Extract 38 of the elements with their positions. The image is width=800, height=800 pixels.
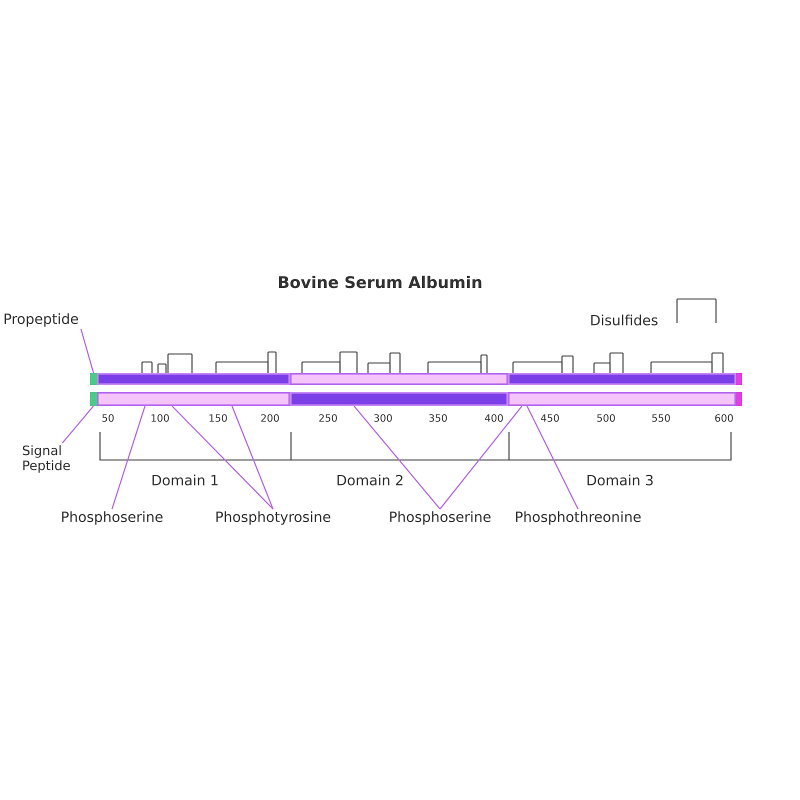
- residue-number: 300: [374, 414, 392, 422]
- title: Bovine Serum Albumin: [278, 276, 482, 288]
- sequence-segment: [97, 373, 290, 385]
- sequence-segment: [290, 392, 508, 406]
- leader-line: [526, 406, 579, 510]
- domain-label: Domain 3: [588, 474, 653, 486]
- residue-number: 500: [597, 414, 615, 422]
- residue-number: 200: [261, 414, 279, 422]
- leader-line: [440, 406, 522, 510]
- residue-number: 150: [210, 414, 227, 422]
- leader-line: [172, 406, 274, 510]
- residue-number: 550: [652, 414, 670, 422]
- leader-line: [111, 406, 146, 510]
- sequence-segment: [290, 373, 508, 385]
- leader-line: [231, 406, 274, 510]
- callout-label: Phosphothreonine: [516, 511, 641, 525]
- sequence-segment: [97, 392, 290, 406]
- callout-label: Phosphoserine: [62, 511, 163, 525]
- legend-label: Disulfides: [591, 314, 658, 326]
- residue-number: 50: [102, 414, 114, 422]
- callout-label: Phosphotyrosine: [216, 511, 330, 525]
- residue-number: 600: [715, 414, 733, 422]
- residue-number: 250: [319, 414, 337, 422]
- callout-label: Phosphoserine: [390, 511, 491, 525]
- end-cap: [90, 373, 97, 385]
- callout-label: Propeptide: [4, 313, 78, 327]
- residue-number: 450: [540, 414, 559, 422]
- domain-label: Domain 2: [338, 474, 402, 486]
- residue-number: 400: [484, 414, 503, 422]
- callout-label: Signal Peptide: [22, 445, 70, 473]
- sequence-segment: [508, 392, 742, 406]
- residue-number: 100: [152, 414, 169, 422]
- leader-line: [354, 406, 440, 510]
- leader-line: [80, 328, 94, 374]
- end-cap: [90, 392, 97, 406]
- sequence-segment: [508, 373, 742, 385]
- residue-number: 350: [429, 414, 447, 422]
- domain-label: Domain 1: [152, 474, 218, 486]
